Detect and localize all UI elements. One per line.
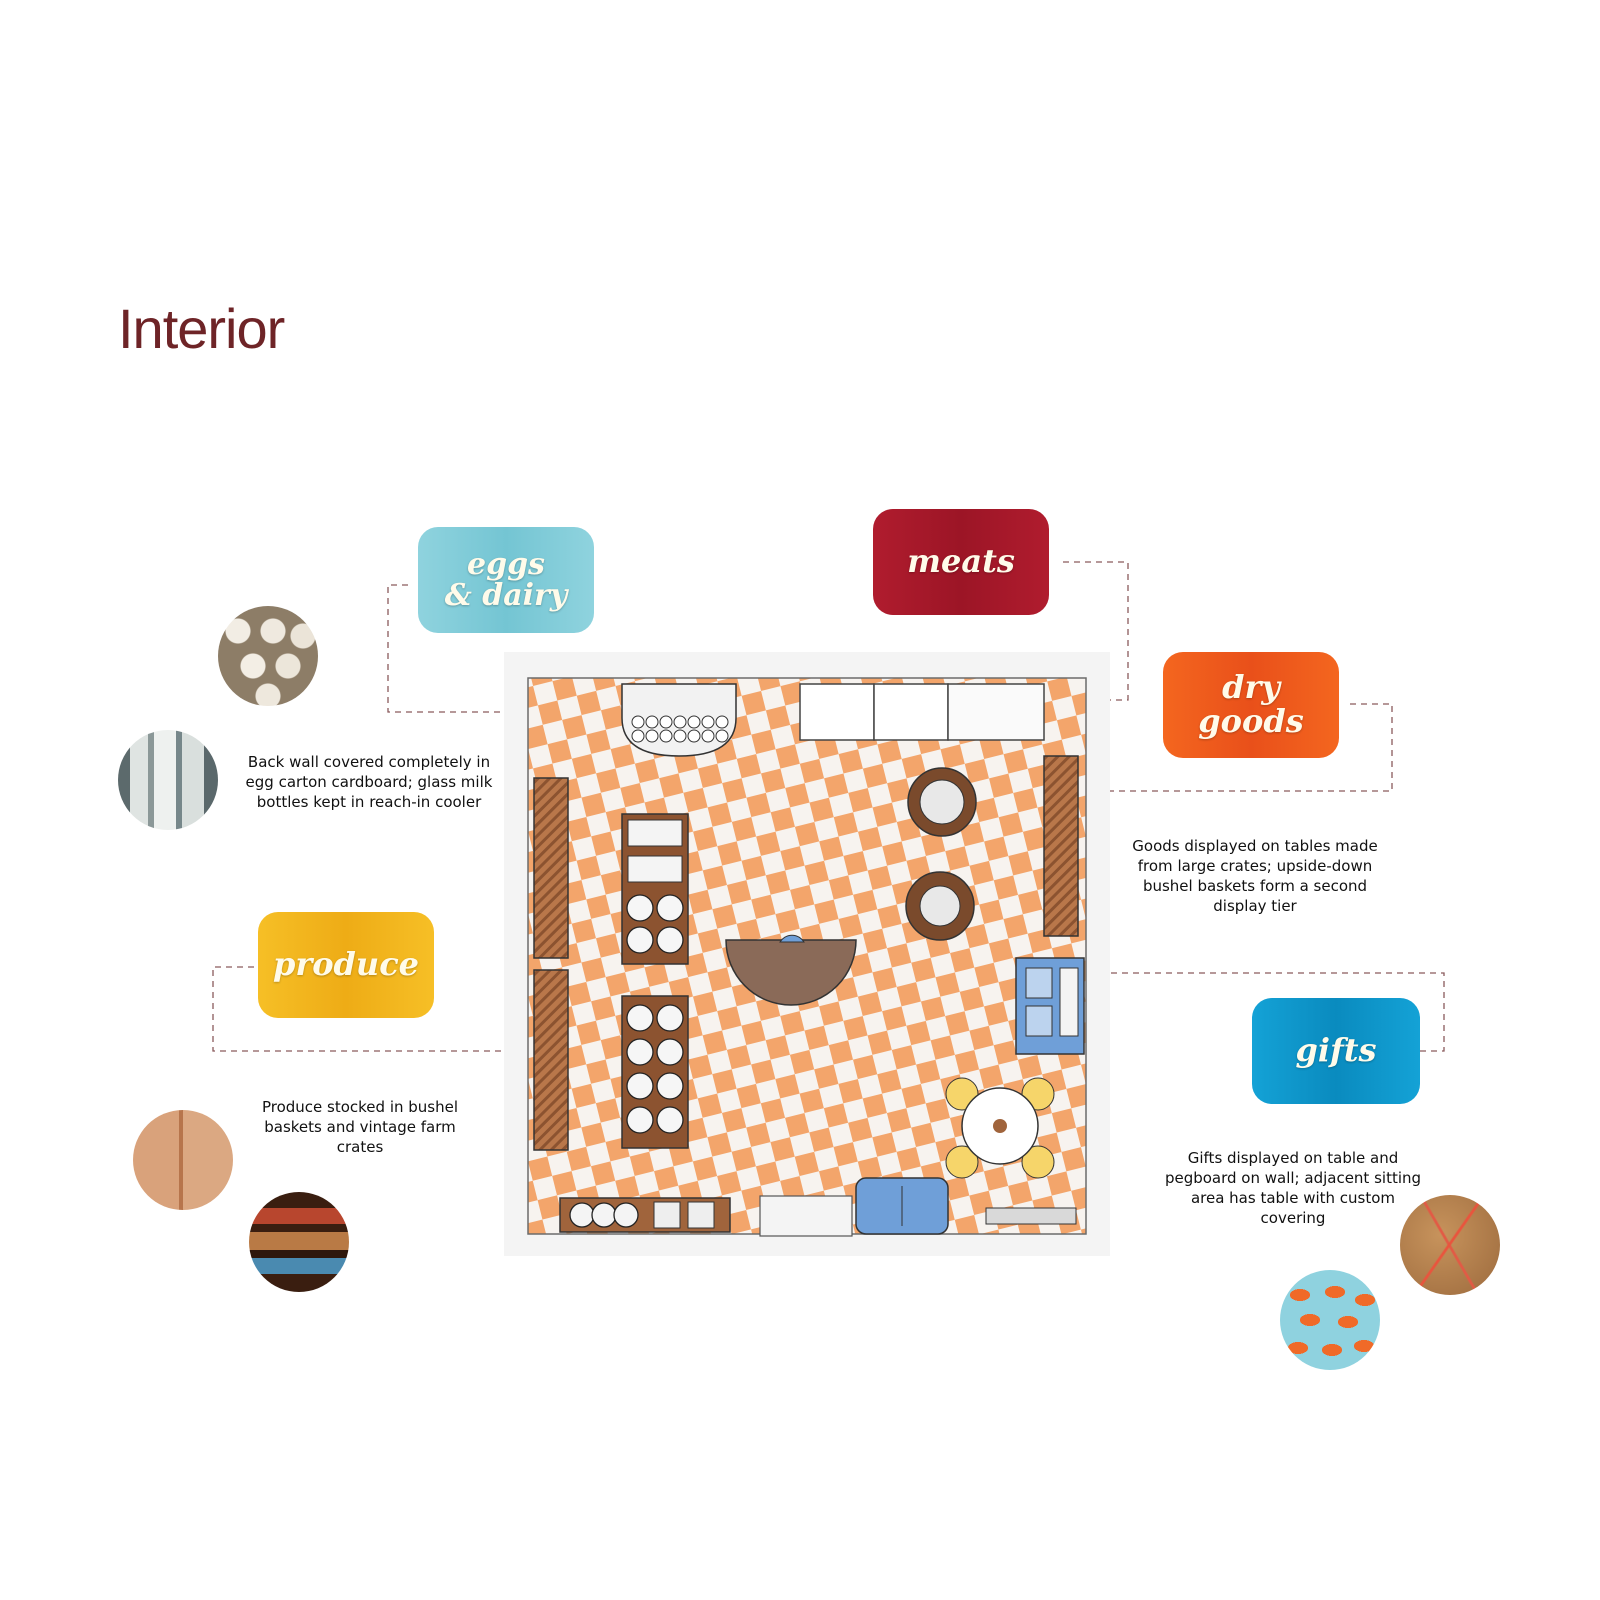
pegboard-swatch xyxy=(1400,1195,1500,1295)
right-shelf xyxy=(1043,755,1079,937)
floor-plan xyxy=(504,652,1110,1256)
label-eggs-dairy-line2: & dairy xyxy=(444,578,568,613)
meat-case-2 xyxy=(873,683,949,741)
dry-goods-table-1 xyxy=(907,767,977,837)
caption-dry-goods: Goods displayed on tables made from larg… xyxy=(1132,837,1378,915)
caption-produce: Produce stocked in bushel baskets and vi… xyxy=(261,1098,459,1156)
bushel-basket-swatch xyxy=(133,1110,233,1210)
label-dry-goods-line2: goods xyxy=(1198,702,1304,740)
milk-bottles-swatch xyxy=(118,730,218,830)
left-shelf-upper xyxy=(533,777,569,959)
label-eggs-dairy: eggs & dairy xyxy=(418,527,594,633)
entrance xyxy=(759,1195,853,1237)
caption-gifts: Gifts displayed on table and pegboard on… xyxy=(1164,1149,1422,1227)
cow-fabric-swatch xyxy=(1280,1270,1380,1370)
caption-eggs-dairy: Back wall covered completely in egg cart… xyxy=(245,753,493,811)
dry-goods-table-2 xyxy=(905,871,975,941)
checkout-counter xyxy=(725,939,857,1006)
left-shelf-lower xyxy=(533,969,569,1151)
label-dry-goods-line1: dry xyxy=(1222,668,1280,707)
sitting-area xyxy=(945,1077,1055,1179)
meat-case-1 xyxy=(799,683,875,741)
label-gifts: gifts xyxy=(1252,998,1420,1104)
label-dry-goods: dry goods xyxy=(1163,652,1339,758)
egg-carton-swatch xyxy=(218,606,318,706)
meat-counter xyxy=(947,683,1045,741)
pegboard-strip xyxy=(985,1207,1077,1225)
label-meats: meats xyxy=(873,509,1049,615)
page-title: Interior xyxy=(118,297,285,360)
register xyxy=(779,934,805,943)
farm-crates-swatch xyxy=(249,1192,349,1292)
label-eggs-dairy-line1: eggs xyxy=(467,546,545,582)
label-produce: produce xyxy=(258,912,434,1018)
